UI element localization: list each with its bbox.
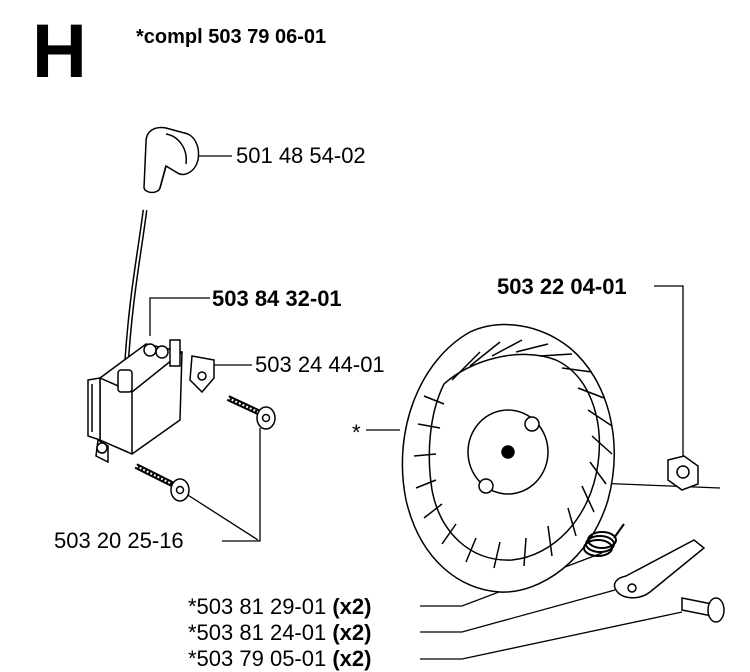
spark-plug-cap-drawing xyxy=(143,126,200,194)
pivot-pin-drawing xyxy=(681,597,725,623)
upper-screw-drawing xyxy=(226,395,276,430)
leader-nut xyxy=(654,285,684,458)
section-letter: H xyxy=(32,9,87,94)
label-spring-qty: (x2) xyxy=(332,594,372,619)
flywheel-drawing xyxy=(401,323,615,593)
label-terminal: 503 24 44-01 xyxy=(255,352,385,377)
label-pawl-qty: (x2) xyxy=(332,620,372,645)
label-flywheel-asterisk: * xyxy=(352,420,361,445)
label-pivot-qty: (x2) xyxy=(332,646,372,671)
leader-pawl xyxy=(420,589,616,633)
label-pivot: *503 79 05-01 (x2) xyxy=(188,648,371,670)
leader-ignition-module xyxy=(149,297,210,336)
label-flywheel-nut: 503 22 04-01 xyxy=(497,274,627,299)
assembly-label: *compl 503 79 06-01 xyxy=(136,26,327,48)
lower-screw-drawing xyxy=(134,463,190,502)
leader-pivot xyxy=(420,611,683,660)
ignition-module-drawing xyxy=(87,339,183,464)
label-pivot-part: *503 79 05-01 xyxy=(188,646,327,671)
label-spark-plug-cap: 501 48 54-02 xyxy=(236,143,366,168)
label-ignition-module: 503 84 32-01 xyxy=(212,286,342,311)
terminal-drawing xyxy=(189,355,215,394)
leader-screws xyxy=(222,428,261,542)
label-pawl: *503 81 24-01 (x2) xyxy=(188,622,371,644)
flywheel-nut-drawing xyxy=(667,455,699,491)
label-pawl-part: *503 81 24-01 xyxy=(188,620,327,645)
label-spring-part: *503 81 29-01 xyxy=(188,594,327,619)
leader-screw-lower xyxy=(179,489,259,541)
label-spring: *503 81 29-01 (x2) xyxy=(188,596,371,618)
pawl-drawing xyxy=(613,539,706,599)
spring-drawing xyxy=(583,523,625,557)
label-screws: 503 20 25-16 xyxy=(54,528,184,553)
